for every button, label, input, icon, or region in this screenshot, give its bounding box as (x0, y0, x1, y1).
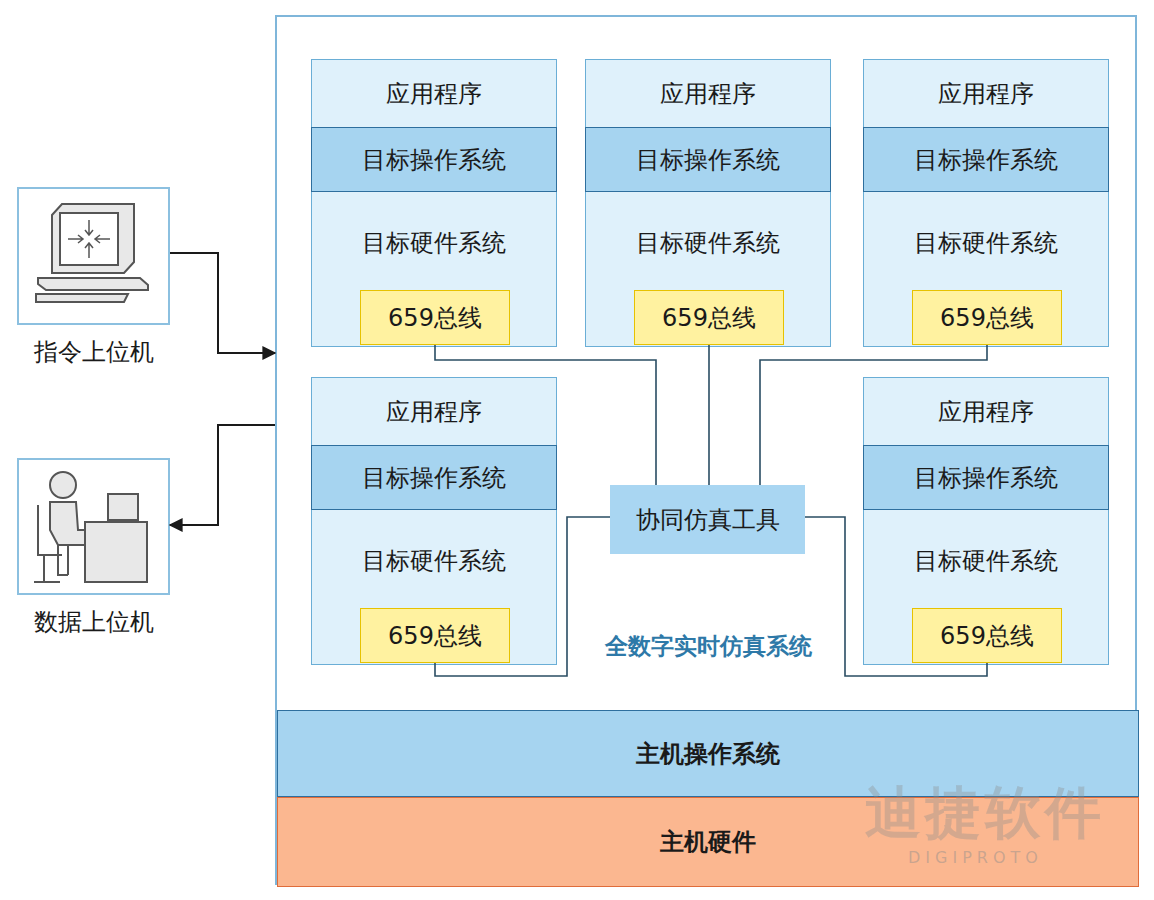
node-text: 目标操作系统 (636, 144, 780, 176)
operator-legs (58, 545, 68, 575)
target-os-band: 目标操作系统 (863, 127, 1109, 192)
node-text: 目标硬件系统 (362, 546, 506, 576)
node-text: 目标操作系统 (914, 462, 1058, 494)
simulation-system-box: 全数字实时仿真系统应用程序目标操作系统目标硬件系统659总线应用程序目标操作系统… (275, 15, 1137, 885)
application-band: 应用程序 (311, 377, 557, 445)
node-text: 659总线 (940, 621, 1034, 651)
node-text: 目标操作系统 (362, 144, 506, 176)
node-text: 主机硬件 (660, 826, 756, 858)
bus-box: 659总线 (912, 608, 1062, 663)
node-text: 应用程序 (386, 396, 482, 428)
node-text: 目标硬件系统 (914, 228, 1058, 258)
target-os-band: 目标操作系统 (311, 445, 557, 510)
node-text: 659总线 (940, 303, 1034, 333)
arrow-connector (170, 253, 275, 353)
host-computer-box: 数据上位机 (17, 458, 170, 595)
bus-box: 659总线 (360, 290, 510, 345)
computer-illustration (36, 204, 148, 302)
node-text: 目标硬件系统 (914, 546, 1058, 576)
bus-box: 659总线 (634, 290, 784, 345)
chair (34, 505, 62, 582)
target-hardware-box: 目标硬件系统 659总线 (585, 192, 831, 347)
desk-monitor (108, 494, 138, 520)
desk (85, 522, 147, 582)
target-os-band: 目标操作系统 (585, 127, 831, 192)
watermark: 迪捷软件 (865, 776, 1105, 852)
node-text: 应用程序 (660, 78, 756, 110)
monitor-screen (60, 213, 118, 265)
application-band: 应用程序 (863, 377, 1109, 445)
node-text: 目标操作系统 (914, 144, 1058, 176)
node-text: 指令上位机 (0, 337, 188, 367)
monitor-case (52, 204, 134, 273)
target-os-band: 目标操作系统 (863, 445, 1109, 510)
node-text: 数据上位机 (0, 607, 188, 637)
application-band: 应用程序 (311, 59, 557, 127)
watermark: DIGIPROTO (908, 848, 1043, 867)
bus-box: 659总线 (360, 608, 510, 663)
target-hardware-box: 目标硬件系统 659总线 (311, 192, 557, 347)
screen-symbol (68, 220, 110, 258)
application-band: 应用程序 (863, 59, 1109, 127)
node-text: 659总线 (662, 303, 756, 333)
operator-body (50, 502, 100, 545)
node-text: 应用程序 (938, 78, 1034, 110)
keyboard-base (36, 294, 128, 302)
node-text: 目标硬件系统 (636, 228, 780, 258)
node-text: 659总线 (388, 303, 482, 333)
cosim-tool-box: 协同仿真工具 (610, 485, 805, 554)
node-text: 全数字实时仿真系统 (558, 631, 858, 661)
operator-illustration (34, 472, 147, 582)
target-hardware-box: 目标硬件系统 659总线 (863, 510, 1109, 665)
operator-head (50, 472, 76, 498)
target-hardware-box: 目标硬件系统 659总线 (311, 510, 557, 665)
target-hardware-box: 目标硬件系统 659总线 (863, 192, 1109, 347)
arrow-connector (170, 425, 275, 525)
node-text: 659总线 (388, 621, 482, 651)
bus-box: 659总线 (912, 290, 1062, 345)
node-text: 应用程序 (386, 78, 482, 110)
node-text: 协同仿真工具 (636, 504, 780, 536)
target-os-band: 目标操作系统 (311, 127, 557, 192)
node-text: 主机操作系统 (636, 738, 780, 770)
host-computer-box: 指令上位机 (17, 187, 170, 325)
application-band: 应用程序 (585, 59, 831, 127)
keyboard (38, 278, 148, 290)
node-text: 目标操作系统 (362, 462, 506, 494)
node-text: 应用程序 (938, 396, 1034, 428)
node-text: 目标硬件系统 (362, 228, 506, 258)
